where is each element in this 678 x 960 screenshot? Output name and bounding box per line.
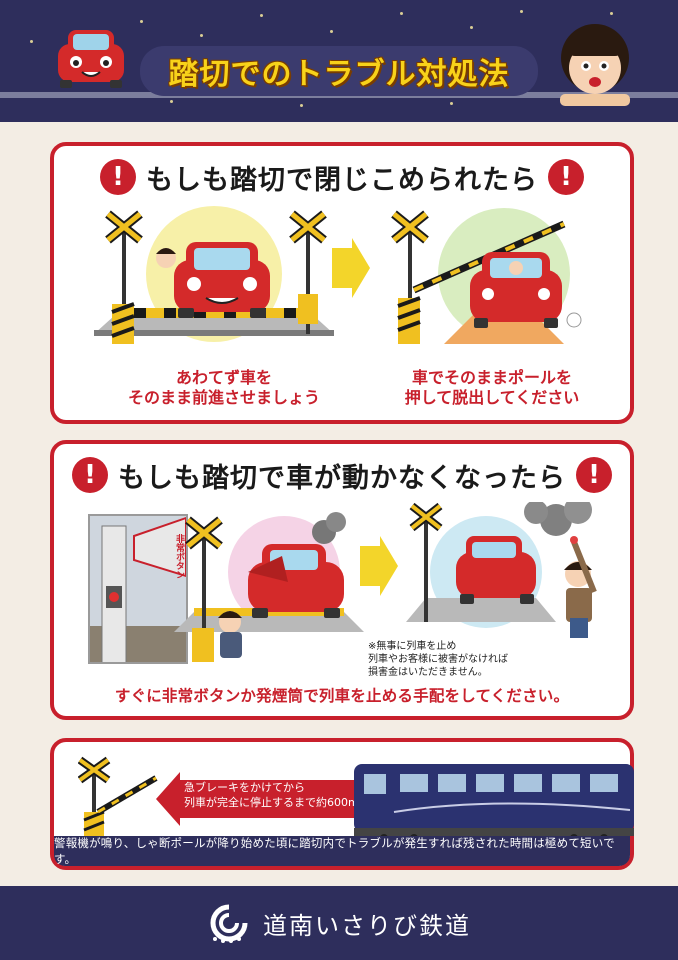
exclamation-icon: ! — [548, 159, 584, 195]
exclamation-icon: ! — [576, 457, 612, 493]
car-drive-forward-illustration — [94, 206, 334, 344]
exclamation-icon: ! — [100, 159, 136, 195]
section2-heading: ! もしも踏切で車が動かなくなったら ! — [54, 452, 630, 498]
red-car-mascot-icon — [58, 30, 124, 88]
arrow-left-icon — [156, 772, 366, 826]
crossing-barrier-icon — [78, 756, 158, 842]
push-barrier-caption: 車でそのままポールを 押して脱出してください — [404, 368, 580, 407]
damages-note: ※無事に列車を止め 列車やお客様に被害がなければ 損害金はいただきません。 — [368, 641, 508, 678]
car-push-barrier-illustration — [391, 208, 582, 344]
isaribi-logo-icon — [210, 904, 248, 943]
footer: 道南いさりび鉄道 — [0, 886, 678, 960]
section2-heading-text: もしも踏切で車が動かなくなったら — [118, 462, 566, 494]
exclamation-icon: ! — [72, 457, 108, 493]
page-title: 踏切でのトラブル対処法 — [168, 57, 510, 92]
stop-train-instruction: すぐに非常ボタンか発煙筒で列車を止める手配をしてください。 — [114, 687, 570, 705]
surprised-child-icon — [560, 24, 630, 106]
emergency-button-pole-icon — [90, 516, 186, 662]
train-icon — [354, 764, 634, 842]
emergency-sign-text: 非常ボタン — [174, 534, 184, 579]
braking-distance-panel: 急ブレーキをかけてから 列車が完全に停止するまで約600m 警報機が鳴り、しゃ断… — [50, 738, 634, 870]
emergency-button-photo: 非常ボタン — [88, 514, 188, 664]
title-banner: 踏切でのトラブル対処法 — [140, 46, 538, 96]
flare-signal-illustration — [406, 502, 597, 638]
braking-distance-arrow: 急ブレーキをかけてから 列車が完全に停止するまで約600m — [156, 772, 366, 826]
trapped-in-crossing-panel: ! もしも踏切で閉じこめられたら ! — [50, 142, 634, 424]
car-stalled-panel: ! もしも踏切で車が動かなくなったら ! 非常ボタン — [50, 440, 634, 720]
company-logo-text: 道南いさりび鉄道 — [263, 911, 471, 940]
section1-heading: ! もしも踏切で閉じこめられたら ! — [54, 154, 630, 200]
short-time-warning: 警報機が鳴り、しゃ断ポールが降り始めた頃に踏切内でトラブルが発生すれば残された時… — [54, 836, 630, 866]
arrow-right-icon — [332, 238, 370, 298]
stalled-car-illustration — [174, 512, 364, 662]
header-banner: 踏切でのトラブル対処法 — [0, 0, 678, 122]
arrow-right-icon — [360, 536, 398, 596]
drive-forward-caption: あわてず車を そのまま前進させましょう — [127, 368, 320, 407]
section1-heading-text: もしも踏切で閉じこめられたら — [146, 164, 538, 196]
braking-distance-text: 急ブレーキをかけてから 列車が完全に停止するまで約600m — [184, 781, 359, 809]
